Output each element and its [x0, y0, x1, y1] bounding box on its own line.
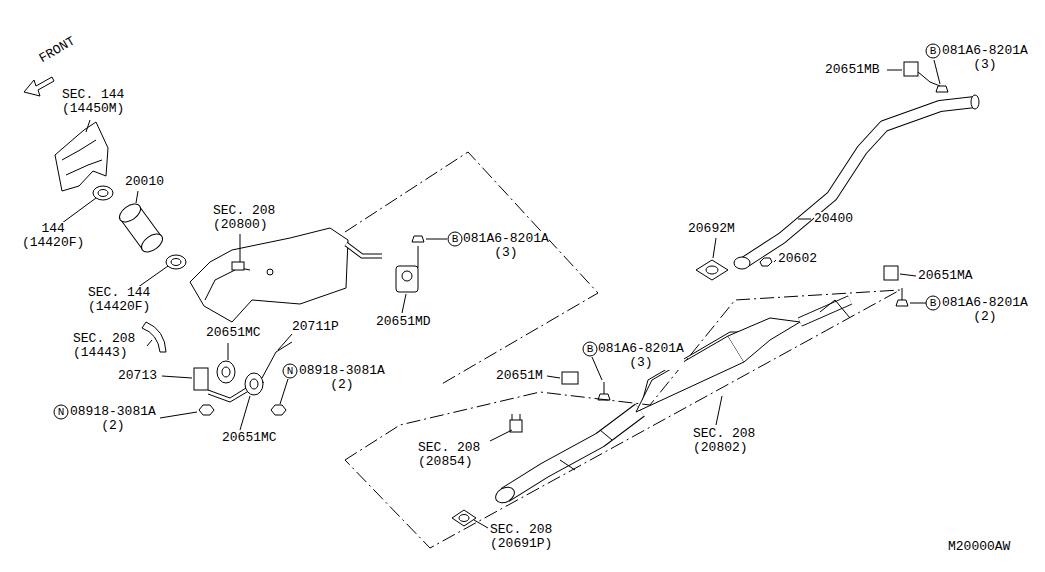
callout-number: 20713 [118, 369, 157, 383]
fastener-number: 081A6-8201A (3) [942, 44, 1028, 72]
callout-number: 20651MA [918, 269, 973, 283]
circled-letter: B [927, 44, 939, 58]
fastener-number: 081A6-8201A (3) [598, 342, 684, 370]
callout-number: 20651MC [206, 326, 261, 340]
callout-number: 20692M [688, 222, 735, 236]
section-ref: SEC. 208 (20854) [418, 441, 488, 469]
callout-number: 20602 [778, 252, 817, 266]
circled-letter: B [927, 296, 939, 310]
circled-letter: N [55, 405, 67, 419]
section-ref: SEC. 208 (20800) [213, 204, 283, 232]
callout-number: 20651MC [222, 431, 277, 445]
section-ref: SEC. 144 (14450M) [62, 88, 132, 116]
circled-letter: B [449, 232, 461, 246]
fastener-number: 081A6-8201A (3) [463, 232, 549, 260]
callout-number: 20651MD [376, 315, 431, 329]
callout-number: 20010 [125, 175, 164, 189]
section-ref: SEC. 208 (14443) [73, 332, 143, 360]
circled-letter: B [584, 342, 596, 356]
circled-letter: N [284, 364, 296, 378]
callout-number: 20651M [496, 369, 543, 383]
callout-number: 20711P [292, 320, 339, 334]
fastener-number: 081A6-8201A (2) [942, 296, 1028, 324]
front-text: FRONT [37, 34, 78, 66]
fastener-number: 08918-3081A (2) [299, 364, 385, 392]
section-ref: SEC. 208 (20691P) [490, 523, 568, 551]
callout-number: 20400 [814, 212, 853, 226]
section-ref: SEC. 208 (20802) [693, 427, 763, 455]
section-ref: 144 (14420F) [18, 222, 88, 250]
diagram-code: M20000AW [948, 540, 1010, 554]
section-ref: SEC. 144 (14420F) [88, 286, 158, 314]
fastener-number: 08918-3081A (2) [70, 405, 156, 433]
callout-number: 20651MB [825, 63, 880, 77]
